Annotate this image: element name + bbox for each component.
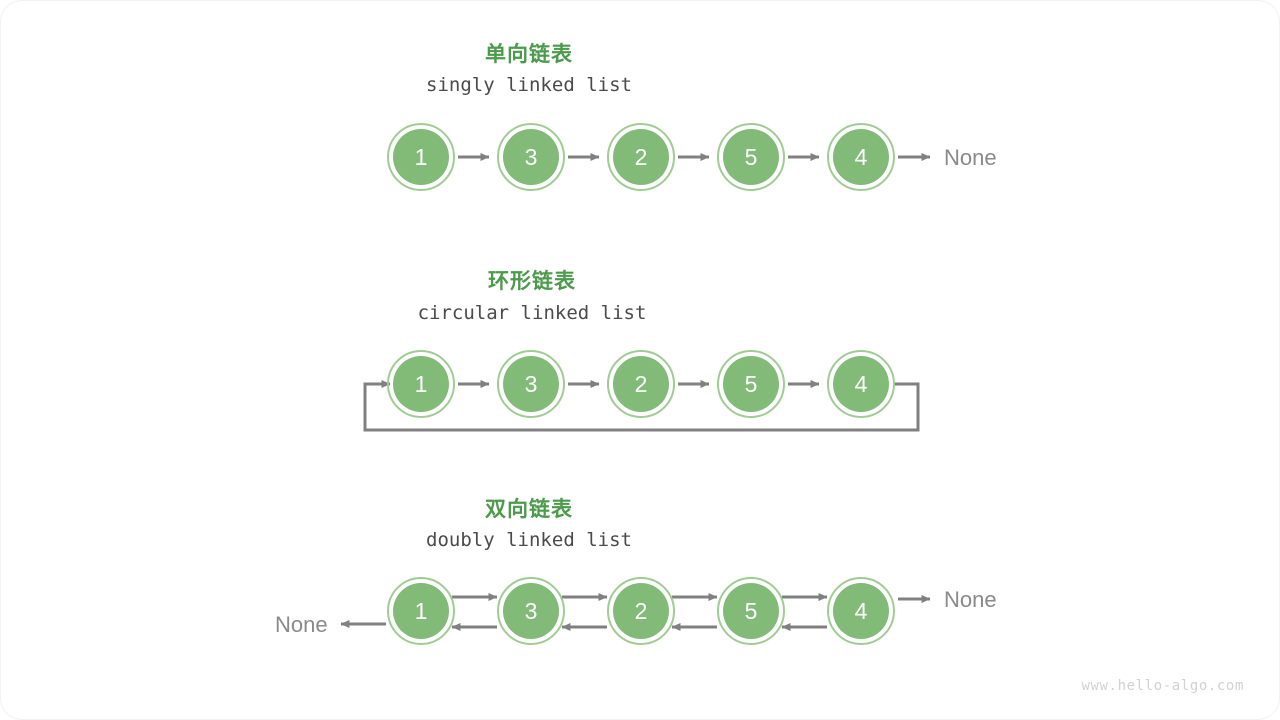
circular-node-0-value: 1 xyxy=(415,371,428,397)
singly-node-2: 2 xyxy=(607,123,675,191)
circular-loopback-path xyxy=(363,380,920,432)
circular-node-3-value: 5 xyxy=(745,371,758,397)
circular-node-3: 5 xyxy=(717,350,785,418)
doubly-list-title: 双向链表 xyxy=(485,498,573,521)
singly-node-3: 5 xyxy=(717,123,785,191)
circular-node-4-value: 4 xyxy=(855,371,868,397)
doubly-node-3: 5 xyxy=(717,577,785,645)
circular-node-2: 2 xyxy=(607,350,675,418)
singly-node-1-value: 3 xyxy=(525,144,538,170)
doubly-list-subtitle: doubly linked list xyxy=(426,529,632,551)
singly-tail-none-label: None xyxy=(944,145,997,170)
singly-node-0: 1 xyxy=(387,123,455,191)
doubly-node-3-value: 5 xyxy=(745,598,758,624)
site-watermark: www.hello-algo.com xyxy=(1081,678,1244,694)
circular-node-1-value: 3 xyxy=(525,371,538,397)
doubly-node-4-value: 4 xyxy=(855,598,868,624)
singly-list-title: 单向链表 xyxy=(485,43,573,66)
circular-list-subtitle: circular linked list xyxy=(417,302,647,324)
doubly-node-2: 2 xyxy=(607,577,675,645)
circular-node-0: 1 xyxy=(387,350,455,418)
singly-list-subtitle: singly linked list xyxy=(426,74,632,96)
doubly-tail-none-label: None xyxy=(944,587,997,612)
circular-node-1: 3 xyxy=(497,350,565,418)
singly-node-1: 3 xyxy=(497,123,565,191)
doubly-node-4: 4 xyxy=(827,577,895,645)
circular-node-2-value: 2 xyxy=(635,371,648,397)
singly-node-4: 4 xyxy=(827,123,895,191)
circular-list-title: 环形链表 xyxy=(488,270,576,293)
doubly-node-0-value: 1 xyxy=(415,598,428,624)
doubly-node-1-value: 3 xyxy=(525,598,538,624)
doubly-head-none-label: None xyxy=(275,612,328,637)
singly-node-4-value: 4 xyxy=(855,144,868,170)
circular-node-4: 4 xyxy=(827,350,895,418)
doubly-node-1: 3 xyxy=(497,577,565,645)
doubly-node-2-value: 2 xyxy=(635,598,648,624)
singly-node-0-value: 1 xyxy=(415,144,428,170)
singly-node-2-value: 2 xyxy=(635,144,648,170)
singly-node-3-value: 5 xyxy=(745,144,758,170)
doubly-node-0: 1 xyxy=(387,577,455,645)
